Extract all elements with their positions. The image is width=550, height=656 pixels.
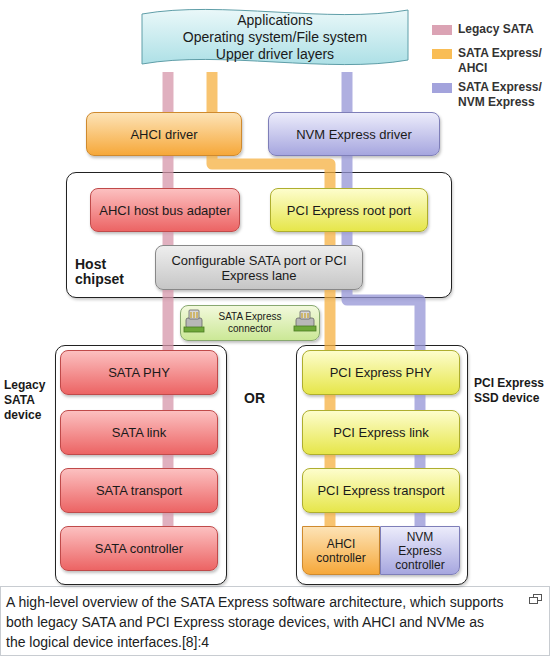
signal-path: [163, 290, 174, 350]
layer-box: SATA controller: [60, 526, 218, 571]
signal-path: [325, 290, 336, 350]
box-label: SATA Express connector: [215, 311, 285, 335]
layer-label: Applications: [237, 12, 313, 29]
legend-text: Legacy SATA: [458, 22, 550, 37]
box-label: SATA transport: [96, 483, 182, 498]
layer-box: PCI Express link: [302, 410, 460, 455]
group-heading: Host chipset: [75, 257, 137, 287]
box-label: AHCI host bus adapter: [99, 203, 231, 218]
box-label: Configurable SATA port or PCI Express la…: [166, 253, 352, 283]
application-layer-banner: ApplicationsOperating system/File system…: [140, 2, 410, 72]
signal-path: [207, 72, 218, 112]
legend-text: SATA Express/ NVM Express: [458, 80, 550, 110]
enlarge-icon: [530, 595, 542, 604]
layer-box: AHCI driver: [86, 112, 242, 156]
layer-box: SATA PHY: [60, 350, 218, 395]
legend-text: SATA Express/ AHCI: [458, 46, 550, 76]
layer-box: PCI Express root port: [270, 188, 428, 232]
signal-path: [163, 72, 174, 112]
layer-box: PCI Express PHY: [302, 350, 460, 395]
signal-path: [342, 72, 353, 112]
signal-path: [347, 290, 420, 350]
layer-box: Configurable SATA port or PCI Express la…: [155, 245, 363, 290]
banner-text-group: ApplicationsOperating system/File system…: [140, 2, 410, 72]
box-label: PCI Express transport: [317, 483, 444, 498]
banner-outline: [142, 9, 408, 64]
box-label: NVM Express controller: [385, 530, 455, 572]
box-label: AHCI driver: [130, 127, 197, 142]
box-label: PCI Express PHY: [330, 365, 433, 380]
figure-caption: A high-level overview of the SATA Expres…: [6, 592, 506, 652]
box-label: SATA controller: [95, 541, 183, 556]
layer-box: SATA link: [60, 410, 218, 455]
box-label: PCI Express link: [333, 425, 428, 440]
group-container: PCI Express SSD devicePCI Express PHYPCI…: [296, 345, 468, 585]
legend-swatch: [432, 25, 452, 35]
layer-box: NVM Express controller: [380, 526, 460, 575]
layer-box: SATA transport: [60, 468, 218, 513]
legend-swatch: [432, 83, 452, 93]
layer-box: SATA Express connector: [180, 305, 320, 341]
group-heading: Legacy SATA device: [4, 378, 54, 423]
box-label: NVM Express driver: [296, 127, 412, 142]
legend-swatch: [432, 49, 452, 59]
layer-label: Upper driver layers: [216, 46, 334, 63]
box-label: AHCI controller: [307, 537, 375, 565]
layer-box: PCI Express transport: [302, 468, 460, 513]
layer-box: AHCI controller: [302, 526, 380, 575]
box-label: PCI Express root port: [287, 203, 411, 218]
layer-box: NVM Express driver: [268, 112, 440, 156]
layer-box: AHCI host bus adapter: [90, 188, 240, 232]
group-heading: PCI Express SSD device: [474, 376, 550, 406]
box-label: SATA link: [112, 425, 166, 440]
separator-label: OR: [244, 390, 265, 406]
group-container: Host chipset AHCI host bus adapter PCI Exp…: [66, 172, 452, 298]
group-container: Legacy SATA deviceSATA PHYSATA linkSATA …: [55, 345, 227, 585]
layer-label: Operating system/File system: [183, 29, 367, 46]
box-label: SATA PHY: [108, 365, 170, 380]
